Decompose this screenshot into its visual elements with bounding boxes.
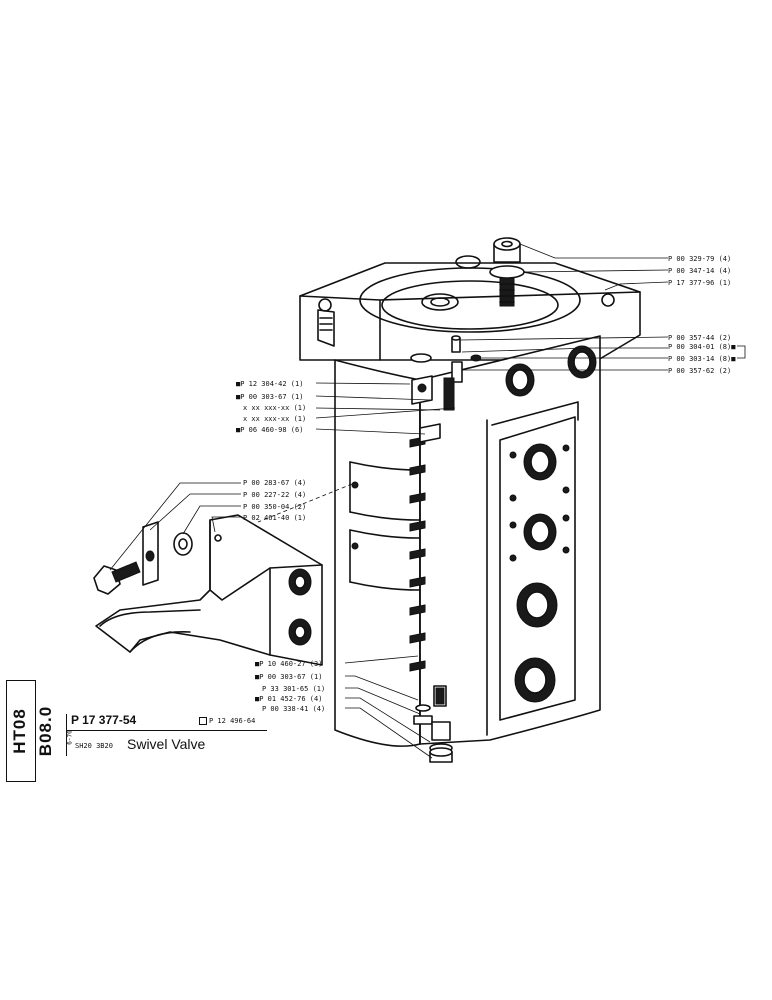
callouts-left-middle: P 00 283-67 (4) P 00 227-22 (4) P 00 350…	[243, 479, 306, 522]
title-block-frame: P 17 377-54 P 12 496-64 6-76 SH20 3B20 S…	[66, 713, 267, 756]
callout: ■P 10 460-27 (3)	[255, 660, 322, 668]
callout: P 00 283-67 (4)	[243, 479, 306, 487]
callout: x xx xxx-xx (1)	[243, 415, 306, 423]
title: Swivel Valve	[127, 736, 206, 752]
callout: P 33 301-65 (1)	[262, 685, 325, 693]
callout: ■P 01 452-76 (4)	[255, 695, 322, 703]
callout: P 00 357-44 (2)	[668, 334, 731, 342]
notch-column	[409, 436, 426, 672]
leader-lines	[109, 243, 746, 759]
callouts-left-upper: ■P 12 304-42 (1) ■P 00 303-67 (1) x xx x…	[236, 380, 306, 434]
replaces-part: P 12 496-64	[209, 717, 256, 725]
callout: ■P 00 303-67 (1)	[255, 673, 322, 681]
callout: P 00 227-22 (4)	[243, 491, 306, 499]
mounting-bracket	[93, 483, 353, 666]
callout: P 00 303-14 (8)■	[668, 355, 736, 363]
drawing-code: HT08 B08.0	[6, 680, 55, 782]
callout: P 00 347-14 (4)	[668, 267, 731, 275]
date: 6-76	[66, 730, 74, 745]
callout: ■P 06 460-98 (6)	[236, 426, 303, 434]
bottom-fittings	[413, 685, 453, 763]
swivel-valve-housing	[299, 255, 641, 747]
models: SH20 3B20	[75, 742, 113, 750]
callout: P 00 338-41 (4)	[262, 705, 325, 713]
callouts-left-lower: ■P 10 460-27 (3) ■P 00 303-67 (1) P 33 3…	[255, 660, 325, 713]
top-cap-screw	[489, 237, 525, 307]
callout: ■P 12 304-42 (1)	[236, 380, 303, 388]
part-number-row: P 17 377-54 P 12 496-64	[67, 713, 267, 731]
callout: P 00 350-04 (2)	[243, 503, 306, 511]
callouts-right: P 00 329-79 (4) P 00 347-14 (4) P 17 377…	[668, 255, 736, 375]
callout: ■P 00 303-67 (1)	[236, 393, 303, 401]
callout: P 00 304-01 (8)■	[668, 343, 736, 351]
part-number: P 17 377-54	[71, 713, 137, 727]
callout: x xx xxx-xx (1)	[243, 404, 306, 412]
dowel-pins	[410, 335, 482, 411]
replaces-box: P 12 496-64	[199, 717, 256, 726]
callout: P 00 329-79 (4)	[668, 255, 731, 263]
callout: P 17 377-96 (1)	[668, 279, 731, 287]
callout: P 00 357-62 (2)	[668, 367, 731, 375]
callout: P 02 461-40 (1)	[243, 514, 306, 522]
replaces-checkbox-icon	[199, 717, 207, 726]
